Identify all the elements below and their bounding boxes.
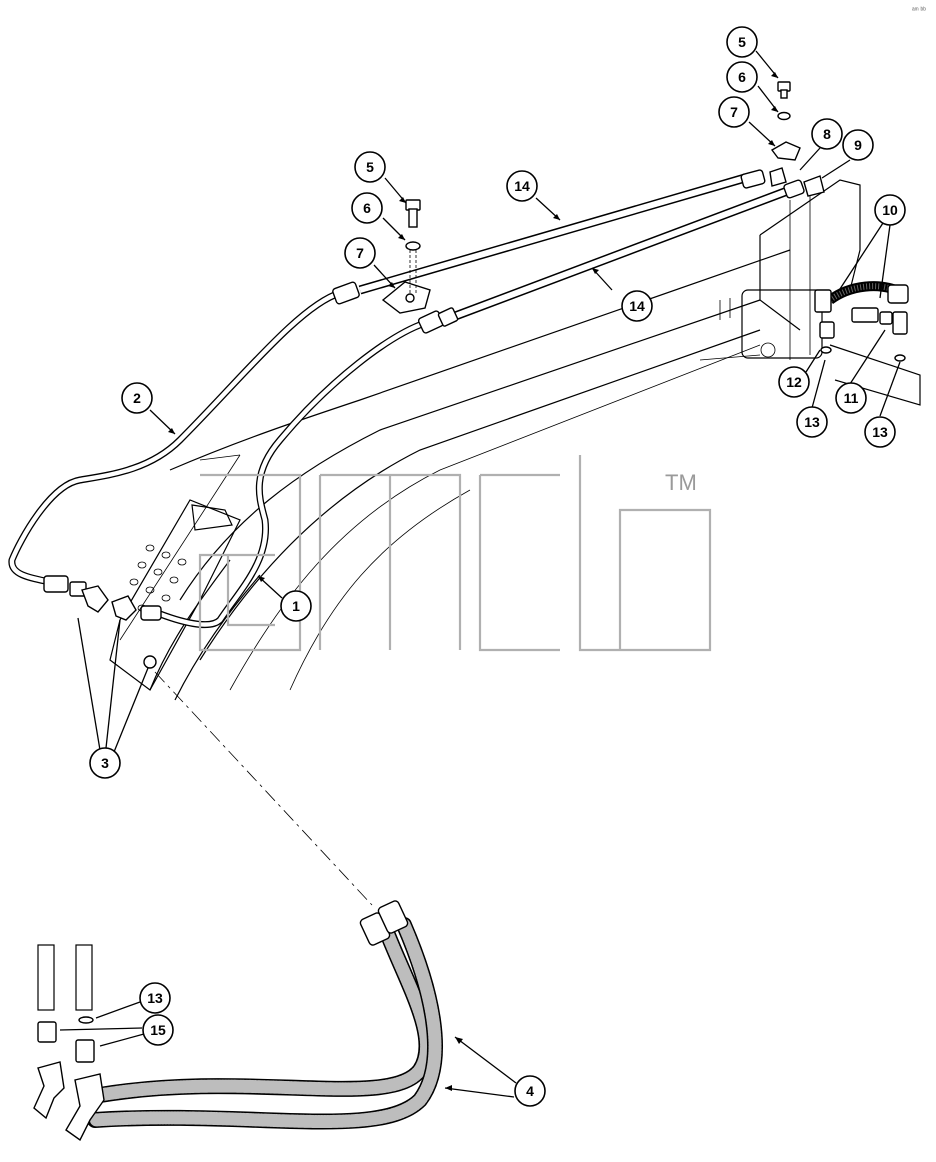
svg-text:14: 14 bbox=[514, 178, 530, 194]
hose-14-upper bbox=[358, 173, 747, 295]
callout-2: 2 bbox=[121, 382, 153, 414]
svg-text:1: 1 bbox=[292, 598, 300, 614]
svg-text:13: 13 bbox=[147, 990, 163, 1006]
callout-3: 3 bbox=[89, 747, 121, 779]
callout-12: 12 bbox=[778, 366, 810, 398]
svg-text:12: 12 bbox=[786, 374, 802, 390]
callout-7b: 7 bbox=[344, 237, 376, 269]
watermark: TM amcb bbox=[198, 455, 712, 652]
svg-text:13: 13 bbox=[872, 424, 888, 440]
callout-6b: 6 bbox=[351, 192, 383, 224]
svg-text:5: 5 bbox=[738, 34, 746, 50]
svg-text:10: 10 bbox=[882, 202, 898, 218]
callout-13c: 13 bbox=[139, 982, 171, 1014]
svg-text:7: 7 bbox=[730, 104, 738, 120]
center-line bbox=[154, 671, 373, 906]
svg-text:4: 4 bbox=[526, 1083, 534, 1099]
svg-text:7: 7 bbox=[356, 245, 364, 261]
clamp-7 bbox=[381, 281, 431, 314]
hose-14-lower bbox=[448, 185, 792, 323]
callout-5a: 5 bbox=[726, 26, 758, 58]
callout-15: 15 bbox=[142, 1014, 174, 1046]
boom-arm bbox=[119, 179, 921, 701]
callout-4: 4 bbox=[514, 1075, 546, 1107]
callout-14b: 14 bbox=[621, 290, 653, 322]
callout-10: 10 bbox=[874, 194, 906, 226]
callout-7a: 7 bbox=[718, 96, 750, 128]
leader-lines bbox=[59, 50, 901, 1098]
hose-assembly-4 bbox=[33, 900, 444, 1142]
corner-mark: ᵃᵐ ᵇᵇ bbox=[912, 7, 926, 14]
tube-fittings bbox=[332, 169, 805, 334]
watermark-mark: amcb bbox=[450, 569, 453, 571]
callout-8: 8 bbox=[811, 118, 843, 150]
tube-1 bbox=[153, 319, 427, 629]
tube-2 bbox=[8, 289, 342, 587]
callout-13b: 13 bbox=[864, 416, 896, 448]
callout-13a: 13 bbox=[796, 406, 828, 438]
callout-5b: 5 bbox=[354, 151, 386, 183]
svg-text:3: 3 bbox=[101, 755, 109, 771]
bolt-5-right bbox=[769, 81, 825, 197]
adapters-bottom-left bbox=[37, 944, 95, 1063]
mounting-plate bbox=[109, 499, 241, 691]
svg-text:2: 2 bbox=[133, 390, 141, 406]
bolt-5-center bbox=[405, 199, 421, 295]
svg-text:8: 8 bbox=[823, 126, 831, 142]
svg-text:15: 15 bbox=[150, 1022, 166, 1038]
svg-text:6: 6 bbox=[738, 69, 746, 85]
callout-14a: 14 bbox=[506, 170, 538, 202]
svg-text:14: 14 bbox=[629, 298, 645, 314]
callout-9: 9 bbox=[842, 129, 874, 161]
svg-text:9: 9 bbox=[854, 137, 862, 153]
callout-11: 11 bbox=[835, 382, 867, 414]
svg-text:13: 13 bbox=[804, 414, 820, 430]
boom-end-fittings bbox=[814, 281, 909, 362]
elbow-fittings-3 bbox=[43, 575, 162, 621]
callout-1: 1 bbox=[280, 590, 312, 622]
svg-text:6: 6 bbox=[363, 200, 371, 216]
callout-6a: 6 bbox=[726, 61, 758, 93]
svg-text:5: 5 bbox=[366, 159, 374, 175]
watermark-tm: TM bbox=[665, 470, 697, 495]
svg-text:11: 11 bbox=[844, 390, 859, 406]
